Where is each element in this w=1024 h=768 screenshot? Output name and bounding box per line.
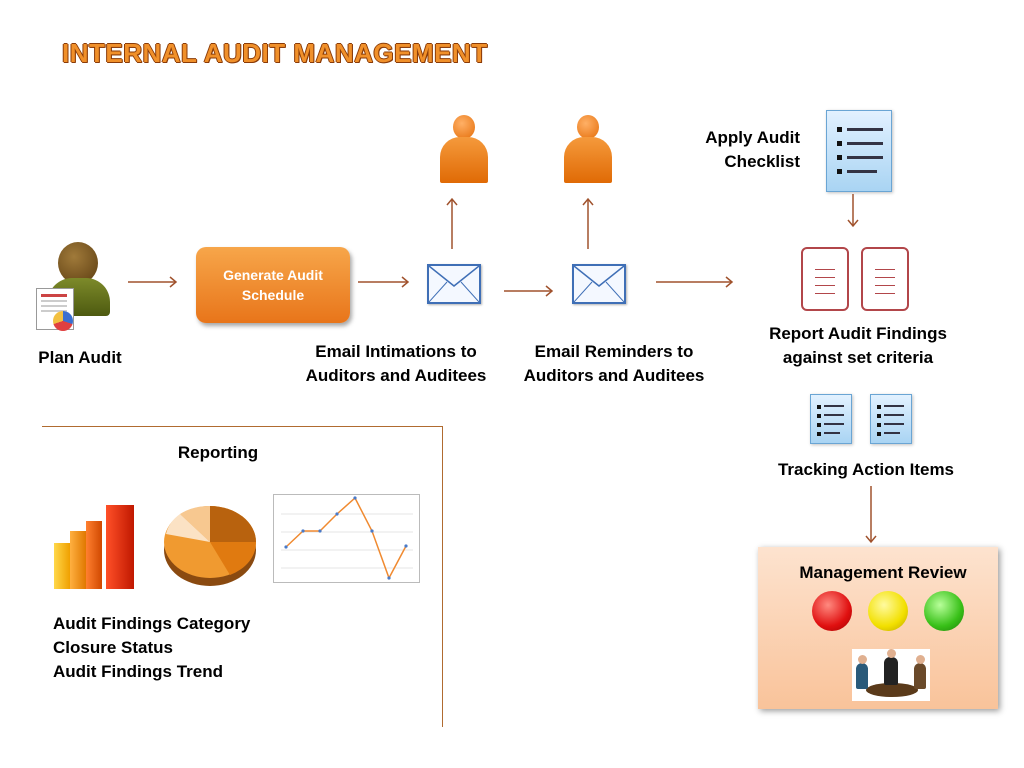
apply-checklist-label: Apply Audit Checklist	[705, 128, 800, 171]
reporting-heading: Reporting	[177, 443, 259, 462]
management-review-panel: Management Review	[758, 547, 998, 709]
report-document-icon	[861, 247, 909, 311]
report-findings-label: Report Audit Findings against set criter…	[769, 324, 947, 367]
report-document-icon	[801, 247, 849, 311]
flow-arrow	[847, 194, 859, 228]
email-reminders-label: Email Reminders to Auditors and Auditees	[523, 342, 705, 385]
meeting-icon	[852, 649, 930, 701]
red-light-icon	[812, 591, 852, 631]
flow-arrow	[865, 486, 877, 544]
green-light-icon	[924, 591, 964, 631]
yellow-light-icon	[868, 591, 908, 631]
flow-arrow	[358, 276, 410, 288]
checklist-icon	[870, 394, 912, 444]
report-item-trend: Audit Findings Trend	[53, 662, 223, 681]
person-icon	[564, 115, 612, 183]
checklist-icon	[810, 394, 852, 444]
envelope-icon	[572, 264, 626, 304]
flow-arrow	[446, 197, 458, 249]
flow-arrow	[128, 276, 178, 288]
management-review-label: Management Review	[799, 563, 967, 582]
envelope-icon	[427, 264, 481, 304]
reporting-panel	[42, 426, 443, 727]
flow-arrow	[504, 285, 554, 297]
page-title: INTERNAL AUDIT MANAGEMENT	[62, 38, 488, 68]
plan-audit-label: Plan Audit	[38, 348, 122, 367]
flow-arrow	[582, 197, 594, 249]
reporting-list: Audit Findings Category Closure Status A…	[53, 612, 250, 684]
email-intimations-label: Email Intimations to Auditors and Audite…	[305, 342, 487, 385]
checklist-icon	[826, 110, 892, 192]
report-item-category: Audit Findings Category	[53, 614, 251, 633]
pie-chart-icon	[164, 505, 257, 586]
auditor-with-report-icon	[36, 242, 116, 332]
person-icon	[440, 115, 488, 183]
generate-audit-schedule-button[interactable]: Generate Audit Schedule	[196, 247, 350, 323]
flow-arrow	[656, 276, 734, 288]
report-item-closure: Closure Status	[53, 638, 173, 657]
tracking-action-items-label: Tracking Action Items	[777, 460, 955, 479]
bar-chart-icon	[54, 505, 134, 589]
line-chart-icon	[273, 494, 420, 583]
